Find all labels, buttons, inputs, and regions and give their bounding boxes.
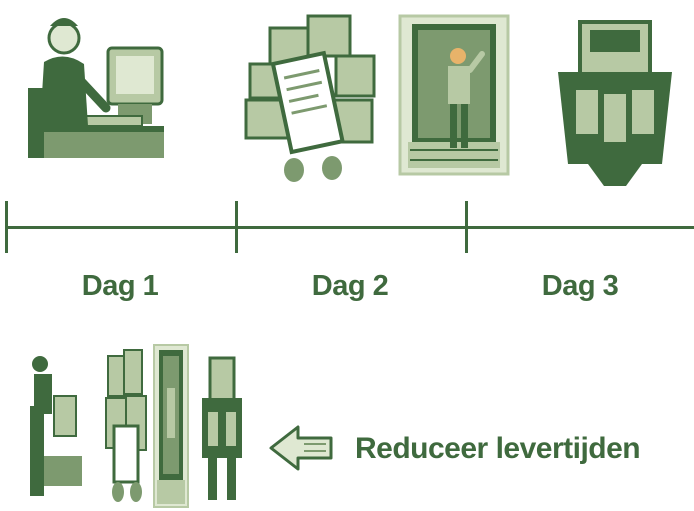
timeline-tick-day2 [235, 201, 238, 253]
timeline-tick-day3 [465, 201, 468, 253]
compressed-warehouse-door-icon [153, 344, 189, 508]
left-arrow-icon [269, 425, 333, 471]
person-at-computer-icon [28, 18, 164, 158]
compressed-truck-icon [202, 356, 242, 500]
day-label-2: Dag 2 [311, 270, 389, 302]
day-label-3: Dag 3 [541, 270, 619, 302]
boxes-and-document-icon [244, 14, 376, 182]
day-label-1: Dag 1 [81, 270, 159, 302]
reduce-lead-times-label: Reduceer levertijden [355, 432, 641, 465]
delivery-truck-front-icon [558, 20, 672, 186]
timeline-tick-start [5, 201, 8, 253]
worker-in-warehouse-door-icon [398, 14, 510, 176]
compressed-boxes-icon [105, 349, 147, 502]
compressed-person-at-computer-icon [30, 356, 82, 496]
timeline-axis [6, 226, 694, 229]
